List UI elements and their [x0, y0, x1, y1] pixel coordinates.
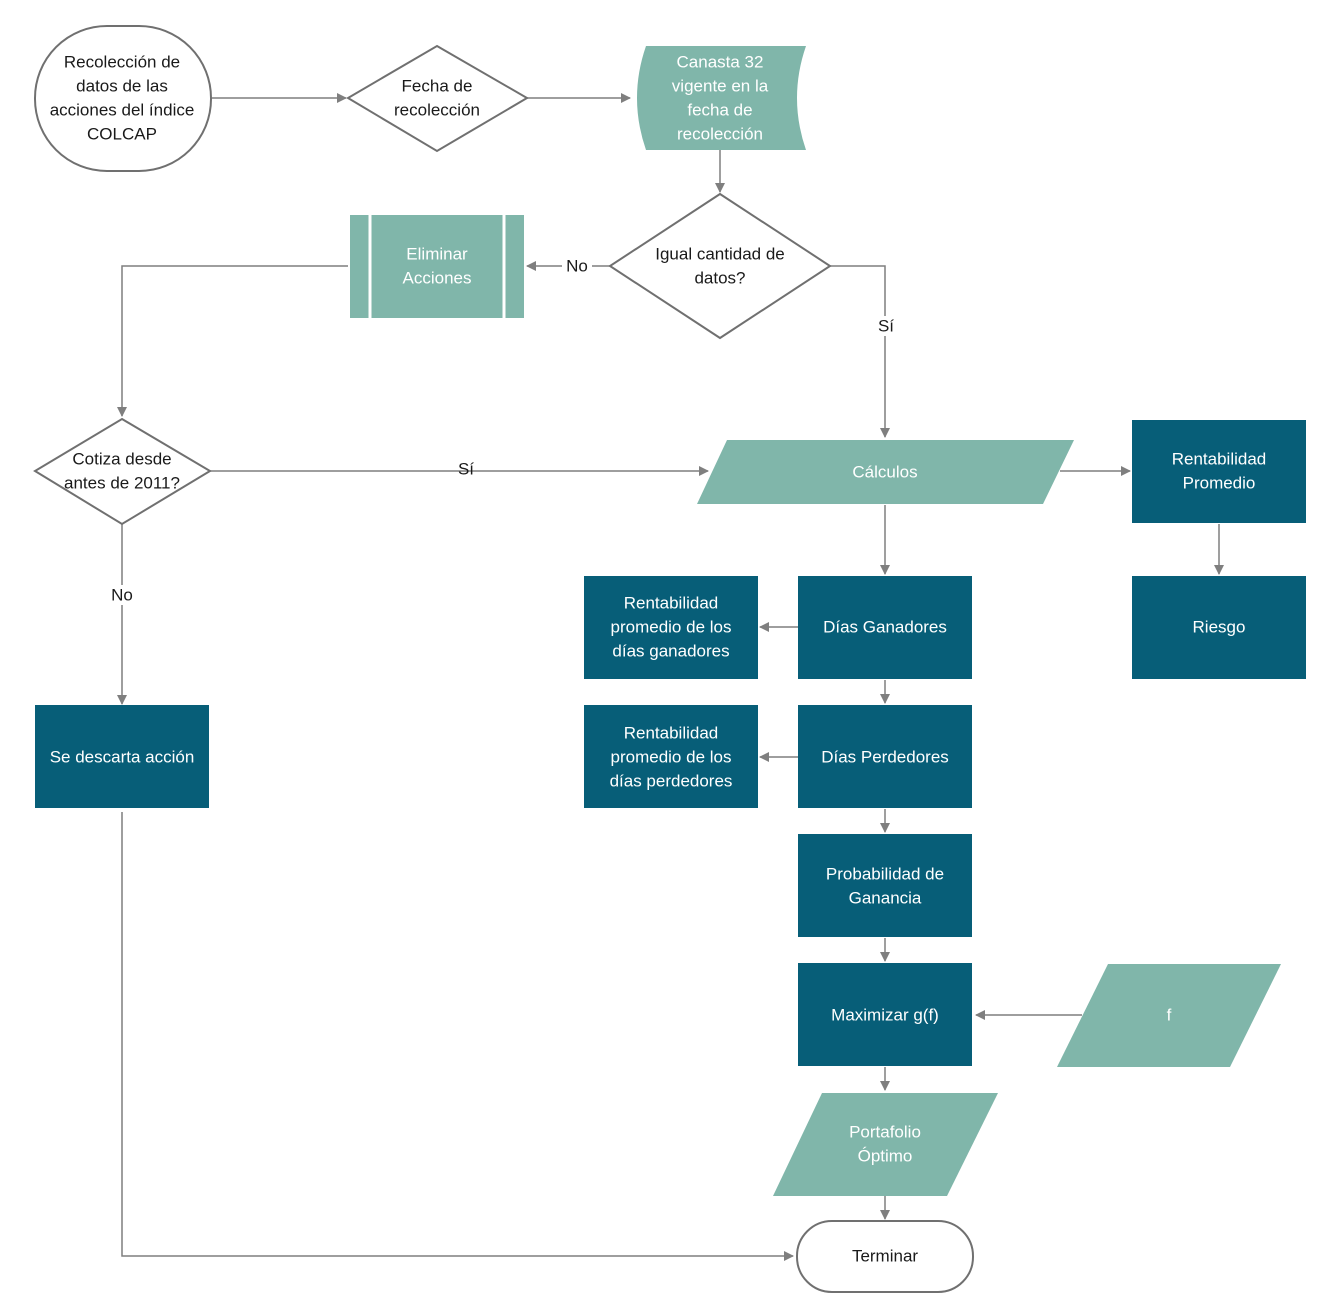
node-text-line: Días Ganadores [823, 618, 947, 637]
cotiza-decision [33, 417, 212, 526]
node-text-line: Fecha de [402, 77, 473, 96]
node-text-line: Rentabilidad [624, 594, 719, 613]
dias-perdedores-text: Días Perdedores [821, 748, 949, 767]
node-text-line: vigente en la [672, 77, 769, 96]
node-text-line: COLCAP [87, 125, 157, 144]
igual-text: Igual cantidad de datos? [655, 245, 785, 288]
node-text-line: promedio de los [611, 748, 732, 767]
node-text-line: antes de 2011? [64, 474, 180, 493]
rent-prom-box [1132, 420, 1306, 523]
node-text-line: días ganadores [612, 642, 729, 661]
riesgo-box [1132, 576, 1306, 679]
node-text-line: Maximizar g(f) [831, 1006, 939, 1025]
calculos-data [697, 440, 1074, 504]
start-terminator [34, 25, 212, 172]
fecha-decision [346, 44, 529, 153]
edge-eliminar-cotiza [117, 265, 348, 417]
probabilidad-text: Probabilidad de Ganancia [826, 865, 944, 908]
start-text: Recolección de datos de las acciones del í… [50, 53, 195, 144]
rp-perdedores-box [584, 705, 758, 808]
probabilidad-box [798, 834, 972, 937]
node-text-line: Acciones [403, 269, 472, 288]
portafolio-data [773, 1093, 998, 1196]
node-text-line: Riesgo [1193, 618, 1246, 637]
canasta-text: Canasta 32 vigente en la fecha de recolecci… [672, 53, 769, 144]
cotiza-text: Cotiza desde antes de 2011? [64, 450, 180, 493]
label-cotiza-no: No [111, 586, 133, 605]
riesgo-text: Riesgo [1193, 618, 1246, 637]
canasta-stored-data [637, 46, 806, 150]
node-text-line: Recolección de [64, 53, 180, 72]
node-text-line: recolección [394, 101, 480, 120]
node-text-line: f [1167, 1006, 1172, 1025]
calculos-text: Cálculos [852, 463, 917, 482]
dias-ganadores-box [798, 576, 972, 679]
label-igual-si: Sí [878, 317, 894, 336]
connectors [117, 93, 1224, 1261]
terminar-text: Terminar [852, 1247, 918, 1266]
terminar-terminator [796, 1220, 974, 1293]
label-cotiza-si: Sí [458, 460, 474, 479]
node-text-line: Promedio [1183, 474, 1256, 493]
node-text-line: promedio de los [611, 618, 732, 637]
maximizar-text: Maximizar g(f) [831, 1006, 939, 1025]
node-text-line: datos? [694, 269, 745, 288]
node-text-line: Cotiza desde [72, 450, 171, 469]
f-data [1057, 964, 1281, 1067]
node-text-line: Rentabilidad [1172, 450, 1267, 469]
node-text-line: datos de las [76, 77, 168, 96]
node-text-line: Rentabilidad [624, 724, 719, 743]
rp-perdedores-text: Rentabilidad promedio de los días perdedor… [610, 724, 733, 791]
node-text-line: días perdedores [610, 772, 733, 791]
label-igual-no: No [566, 257, 588, 276]
node-text-line: Portafolio [849, 1123, 921, 1142]
node-text-line: Canasta 32 [677, 53, 764, 72]
igual-decision [608, 192, 832, 340]
node-text-line: Óptimo [858, 1147, 913, 1166]
edge-igual-calculos [830, 265, 890, 438]
rp-ganadores-box [584, 576, 758, 679]
descarta-box [35, 705, 209, 808]
node-text-line: Eliminar [406, 245, 468, 264]
f-text: f [1167, 1006, 1172, 1025]
fecha-text: Fecha de recolección [394, 77, 480, 120]
maximizar-box [798, 963, 972, 1066]
node-text-line: Ganancia [849, 889, 922, 908]
dias-ganadores-text: Días Ganadores [823, 618, 947, 637]
node-text-line: recolección [677, 125, 763, 144]
node-text-line: Días Perdedores [821, 748, 949, 767]
dias-perdedores-box [798, 705, 972, 808]
node-text-line: Igual cantidad de [655, 245, 785, 264]
node-text-line: Cálculos [852, 463, 917, 482]
node-text-line: acciones del índice [50, 101, 195, 120]
node-text-line: Probabilidad de [826, 865, 944, 884]
rp-ganadores-text: Rentabilidad promedio de los días ganadore… [611, 594, 732, 661]
node-text-line: fecha de [687, 101, 752, 120]
eliminar-process [350, 215, 524, 318]
descarta-text: Se descarta acción [50, 748, 195, 767]
node-text-line: Terminar [852, 1247, 918, 1266]
edge-descarta-terminar [121, 812, 794, 1261]
node-text-line: Se descarta acción [50, 748, 195, 767]
